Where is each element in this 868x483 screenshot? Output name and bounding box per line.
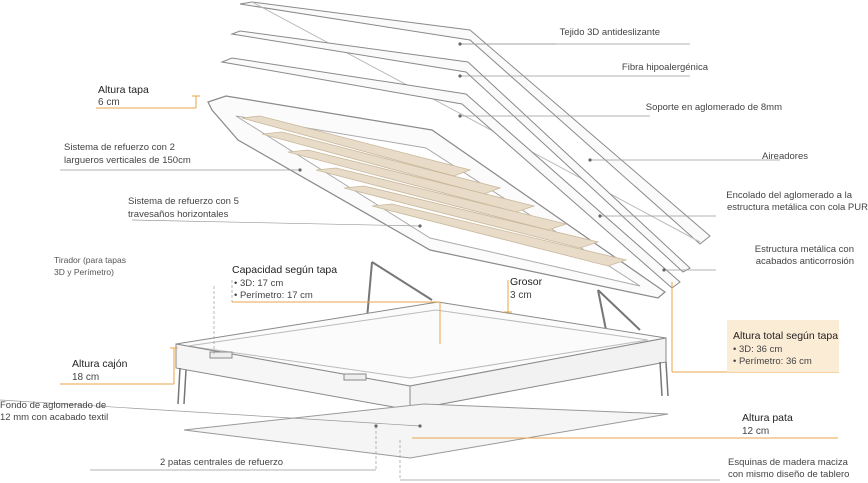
label-estructura-1: Estructura metálica con [754,244,854,255]
bottom-panel [183,403,669,459]
fibra-layer [230,30,691,273]
label-tirador-2: 3D y Perímetro) [54,267,114,277]
label-refuerzo2-2: largueros verticales de 150cm [64,155,191,166]
label-altura-total-3d: • 3D: 36 cm [733,344,783,355]
label-altura-cajon-value: 18 cm [72,372,100,383]
label-refuerzo5-1: Sistema de refuerzo con 5 [128,196,239,207]
leader-lines [0,43,780,481]
label-estructura-2: acabados anticorrosión [755,256,854,267]
label-altura-tapa-value: 6 cm [98,97,120,108]
altura-total-highlight [727,320,839,372]
slats [241,115,628,267]
label-tirador-1: Tirador (para tapas [54,255,126,265]
label-patas-centrales: 2 patas centrales de refuerzo [160,457,284,468]
altura-total-perimetro-text: Perímetro: 36 cm [738,356,812,367]
label-grosor-title: Grosor [510,276,543,288]
tejido-layer [239,1,711,245]
label-fondo-2: 12 mm con acabado textil [0,412,109,423]
label-refuerzo5-2: travesaños horizontales [128,209,229,220]
label-fibra: Fibra hipoalergénica [621,62,708,73]
label-altura-tapa-title: Altura tapa [98,84,149,96]
label-encolado-1: Encolado del aglomerado a la [726,190,852,201]
soporte-layer [220,57,681,289]
label-encolado-2: estructura metálica con cola PUR [727,202,868,213]
altura-total-3d-text: 3D: 36 cm [738,344,783,355]
dimension-lines [60,95,839,439]
capacidad-perimetro-text: Perímetro: 17 cm [239,290,313,301]
label-grosor-value: 3 cm [510,290,532,301]
label-aireadores: Aireadores [762,151,808,162]
label-esquinas-2: con mismo diseño de tablero [728,469,850,480]
label-altura-total-title: Altura total según tapa [733,330,839,342]
box-base [175,301,667,411]
label-altura-pata-value: 12 cm [742,426,770,437]
label-capacidad-perimetro: • Perímetro: 17 cm [234,290,313,301]
capacidad-3d-text: 3D: 17 cm [239,278,284,289]
label-capacidad-3d: • 3D: 17 cm [234,278,284,289]
label-altura-total-perimetro: • Perímetro: 36 cm [733,356,812,367]
label-esquinas-1: Esquinas de madera maciza [728,457,848,468]
label-soporte: Soporte en aglomerado de 8mm [645,102,782,113]
label-altura-cajon-title: Altura cajón [72,358,128,370]
label-refuerzo2-1: Sistema de refuerzo con 2 [64,142,175,153]
label-fondo-1: Fondo de aglomerado de [0,400,107,411]
callout-dots [298,42,666,428]
label-altura-pata-title: Altura pata [742,412,793,424]
label-tejido: Tejido 3D antideslizante [559,27,660,38]
label-capacidad-title: Capacidad según tapa [232,264,338,276]
